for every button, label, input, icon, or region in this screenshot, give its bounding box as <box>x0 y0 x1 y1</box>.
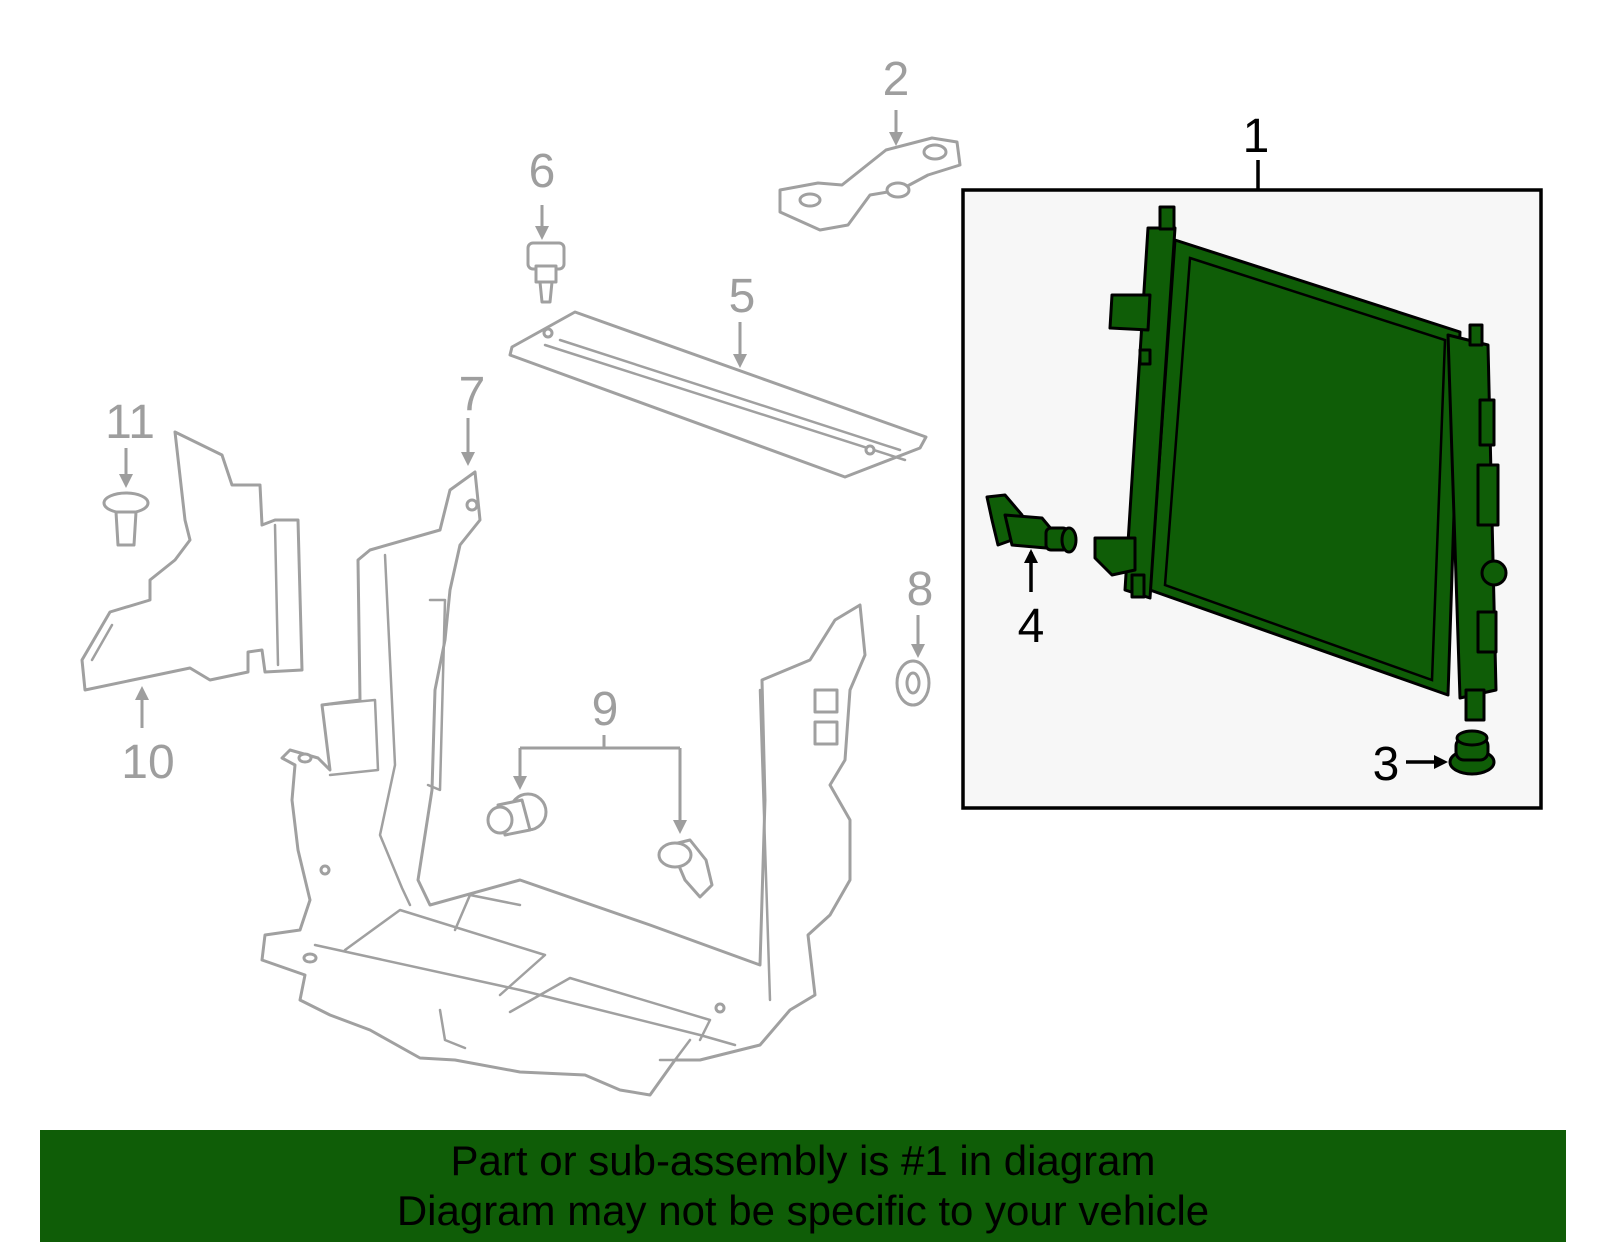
callout-5: 5 <box>729 270 756 323</box>
callout-7: 7 <box>459 368 486 421</box>
grommet-part[interactable] <box>1406 729 1496 776</box>
push-clip-part[interactable] <box>102 448 150 547</box>
footer-banner: Part or sub-assembly is #1 in diagram Di… <box>40 1130 1566 1242</box>
callout-1: 1 <box>1243 110 1270 163</box>
callout-9: 9 <box>592 683 619 736</box>
lower-support-part[interactable] <box>260 418 867 1097</box>
retainer-clips-part[interactable] <box>486 735 714 899</box>
footer-line-1: Part or sub-assembly is #1 in diagram <box>450 1137 1156 1184</box>
bolt-part[interactable] <box>526 205 566 304</box>
upper-panel-part[interactable] <box>508 310 928 479</box>
callout-8: 8 <box>907 563 934 616</box>
callout-4: 4 <box>1018 600 1045 653</box>
air-deflector-part[interactable] <box>80 430 304 728</box>
callout-11: 11 <box>105 396 155 449</box>
sensor-part[interactable] <box>985 493 1078 592</box>
radiator-part[interactable] <box>1093 205 1508 722</box>
callout-3: 3 <box>1373 738 1400 791</box>
callout-2: 2 <box>883 53 910 106</box>
footer-line-2: Diagram may not be specific to your vehi… <box>396 1187 1210 1234</box>
parts-diagram: 1 2 3 4 5 6 7 8 9 10 11 <box>80 53 1543 1097</box>
callout-10: 10 <box>121 736 174 789</box>
upper-bracket-part[interactable] <box>778 110 962 232</box>
washer-part[interactable] <box>895 615 931 707</box>
callout-6: 6 <box>529 145 556 198</box>
